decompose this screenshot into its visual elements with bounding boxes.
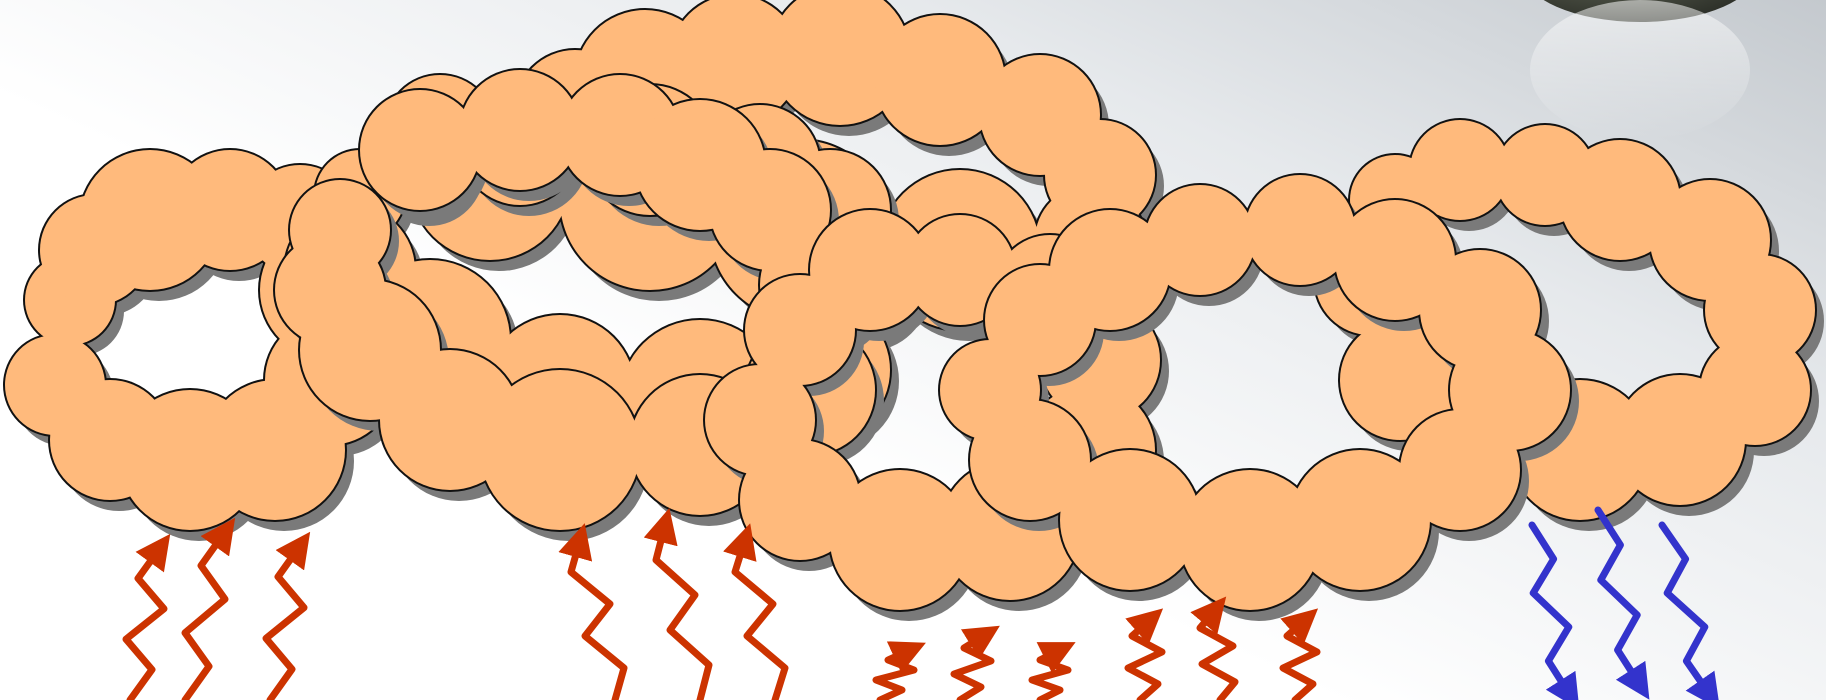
cloud-bump <box>940 340 1040 440</box>
cloud-bump <box>1180 470 1320 610</box>
cloud-bump <box>275 235 385 345</box>
cloud-bump <box>705 365 815 475</box>
cloud-bump <box>1145 185 1255 295</box>
cloud-bump <box>5 335 105 435</box>
cloud-bump <box>360 90 480 210</box>
cloud-bump <box>1410 120 1510 220</box>
